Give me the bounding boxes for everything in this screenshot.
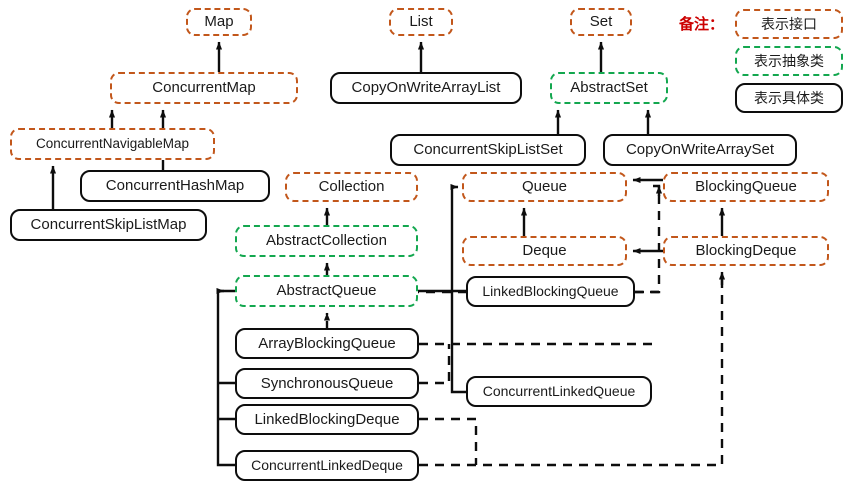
node-label: CopyOnWriteArrayList (351, 79, 501, 97)
node-label: LinkedBlockingQueue (482, 283, 619, 300)
edge-clq-riser (450, 291, 466, 394)
legend-title: 备注： (679, 16, 725, 33)
node-label: 表示接口 (761, 15, 817, 32)
node-label: ConcurrentSkipListMap (30, 216, 187, 234)
node-label: Deque (522, 242, 567, 260)
edge-absqueue-queue (418, 183, 459, 293)
node-concurrentnavigablemap[interactable]: ConcurrentNavigableMap (10, 128, 215, 160)
node-concurrentmap[interactable]: ConcurrentMap (110, 72, 298, 104)
node-label: AbstractCollection (266, 232, 387, 250)
edge-lbd-bd (419, 417, 478, 465)
node-label: Collection (318, 178, 385, 196)
node-label: Queue (521, 178, 568, 196)
node-label: CopyOnWriteArraySet (625, 141, 775, 159)
node-label: ConcurrentNavigableMap (35, 135, 190, 151)
node-label: BlockingQueue (695, 178, 797, 196)
node-legend-interface[interactable]: 表示接口 (735, 9, 843, 39)
node-collection[interactable]: Collection (285, 172, 418, 202)
node-linkedblockingqueue[interactable]: LinkedBlockingQueue (466, 276, 635, 307)
node-copyonwritearraylist[interactable]: CopyOnWriteArrayList (330, 72, 522, 104)
node-concurrentskiplistset[interactable]: ConcurrentSkipListSet (390, 134, 586, 166)
node-label: BlockingDeque (695, 242, 797, 260)
node-concurrentlinkedqueue[interactable]: ConcurrentLinkedQueue (466, 376, 652, 407)
node-concurrentskiplistmap[interactable]: ConcurrentSkipListMap (10, 209, 207, 241)
node-label: ConcurrentLinkedDeque (251, 457, 403, 474)
node-label: 表示具体类 (754, 89, 824, 106)
node-legend-abstract[interactable]: 表示抽象类 (735, 46, 843, 76)
node-label: Set (589, 13, 613, 31)
node-copyonwritearrayset[interactable]: CopyOnWriteArraySet (603, 134, 797, 166)
node-label: ConcurrentHashMap (105, 177, 245, 195)
node-deque[interactable]: Deque (462, 236, 627, 266)
node-label: Map (204, 13, 234, 31)
node-queue[interactable]: Queue (462, 172, 627, 202)
edge-lbq-bq (635, 184, 661, 294)
node-label: SynchronousQueue (260, 374, 394, 392)
node-abstractcollection[interactable]: AbstractCollection (235, 225, 418, 257)
node-synchronousqueue[interactable]: SynchronousQueue (235, 368, 419, 399)
node-label: 表示抽象类 (754, 52, 824, 69)
node-legend-concrete[interactable]: 表示具体类 (735, 83, 843, 113)
edge-cld-bd-route (419, 272, 724, 467)
node-abstractset[interactable]: AbstractSet (550, 72, 668, 104)
node-abstractqueue[interactable]: AbstractQueue (235, 275, 418, 307)
node-label: List (409, 13, 433, 31)
node-label: LinkedBlockingDeque (254, 410, 400, 428)
node-map[interactable]: Map (186, 8, 252, 36)
node-list[interactable]: List (389, 8, 453, 36)
node-linkedblockingdeque[interactable]: LinkedBlockingDeque (235, 404, 419, 435)
edge-left-rail (216, 291, 235, 467)
node-label: AbstractSet (570, 79, 648, 97)
node-label: ConcurrentLinkedQueue (482, 383, 636, 400)
node-arrayblockingqueue[interactable]: ArrayBlockingQueue (235, 328, 419, 359)
node-concurrenthashmap[interactable]: ConcurrentHashMap (80, 170, 270, 202)
node-concurrentlinkeddeque[interactable]: ConcurrentLinkedDeque (235, 450, 419, 481)
node-label: ArrayBlockingQueue (258, 334, 396, 352)
node-label: ConcurrentSkipListSet (413, 141, 563, 159)
node-label: AbstractQueue (276, 282, 377, 300)
edge-sq-bq (419, 344, 451, 385)
node-blockingqueue[interactable]: BlockingQueue (663, 172, 829, 202)
node-blockingdeque[interactable]: BlockingDeque (663, 236, 829, 266)
node-label: ConcurrentMap (152, 79, 256, 97)
node-set[interactable]: Set (570, 8, 632, 36)
